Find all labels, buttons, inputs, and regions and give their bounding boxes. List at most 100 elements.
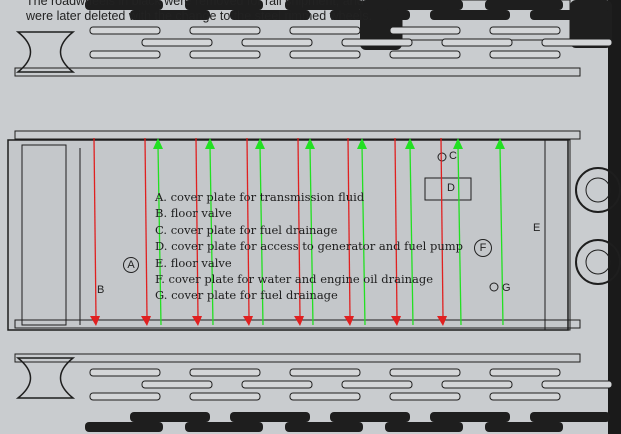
green-arrowhead-5 <box>405 138 415 149</box>
green-arrow-5 <box>409 145 414 326</box>
roadwheel <box>89 26 161 35</box>
box-d <box>424 177 472 201</box>
red-arrowhead-0 <box>90 316 100 326</box>
green-arrow-7 <box>499 145 504 326</box>
roadwheel <box>289 392 361 401</box>
track-band <box>14 67 581 77</box>
roadwheel <box>389 50 461 59</box>
roadwheel <box>541 38 613 47</box>
drive-sprocket <box>15 357 76 399</box>
roadwheel <box>341 380 413 389</box>
roadwheel <box>141 380 213 389</box>
red-arrowhead-5 <box>344 316 354 326</box>
green-arrow-4 <box>361 145 366 326</box>
marker-b: B <box>97 284 105 296</box>
roadwheel <box>341 38 413 47</box>
roadwheel <box>189 392 261 401</box>
red-arrow-4 <box>297 137 301 319</box>
valve-g <box>489 282 499 292</box>
green-arrowhead-2 <box>255 138 265 149</box>
black-roadwheel <box>485 422 563 432</box>
roadwheel <box>389 368 461 377</box>
roadwheel <box>489 392 561 401</box>
red-arrow-3 <box>246 137 250 319</box>
black-roadwheel <box>430 10 510 20</box>
green-arrow-3 <box>309 145 314 326</box>
black-roadwheel <box>330 412 410 422</box>
black-roadwheel <box>185 422 263 432</box>
red-arrow-2 <box>195 137 199 319</box>
black-roadwheel <box>385 0 463 10</box>
green-arrow-1 <box>209 145 214 326</box>
black-roadwheel <box>285 0 363 10</box>
legend-item-c: C. cover plate for fuel drainage <box>155 222 338 237</box>
valve-c <box>437 152 447 162</box>
black-roadwheel <box>230 10 310 20</box>
roadwheel <box>389 392 461 401</box>
black-roadwheel <box>185 0 263 10</box>
hull-rear-plate <box>544 139 571 331</box>
marker-a: A <box>123 257 139 273</box>
roadwheel <box>241 380 313 389</box>
green-arrow-2 <box>259 145 264 326</box>
marker-c: C <box>449 150 457 162</box>
roadwheel <box>189 368 261 377</box>
red-arrowhead-4 <box>294 316 304 326</box>
roadwheel <box>289 26 361 35</box>
roadwheel <box>441 38 513 47</box>
black-roadwheel <box>85 0 163 10</box>
roadwheel <box>141 38 213 47</box>
marker-f: F <box>474 239 492 257</box>
roadwheel <box>441 380 513 389</box>
green-arrowhead-4 <box>357 138 367 149</box>
green-arrowhead-3 <box>305 138 315 149</box>
red-arrowhead-3 <box>243 316 253 326</box>
idler-wheel-0 <box>575 167 621 213</box>
green-arrow-0 <box>157 145 162 326</box>
track-band <box>14 353 581 363</box>
roadwheel <box>541 380 613 389</box>
red-arrow-5 <box>347 137 351 319</box>
idler-hub-1 <box>585 249 611 275</box>
legend-item-e: E. floor valve <box>155 255 232 270</box>
roadwheel <box>289 50 361 59</box>
roadwheel <box>389 26 461 35</box>
legend-item-f: F. cover plate for water and engine oil … <box>155 272 434 287</box>
black-roadwheel <box>530 10 610 20</box>
roadwheel <box>489 26 561 35</box>
black-roadwheel <box>530 412 610 422</box>
legend-item-a: A. cover plate for transmission fluid <box>155 190 365 204</box>
marker-e: E <box>533 222 541 234</box>
red-arrowhead-2 <box>192 316 202 326</box>
green-arrowhead-6 <box>453 138 463 149</box>
black-roadwheel <box>485 0 563 10</box>
caption: The roadwheels in black were removed for… <box>26 0 372 24</box>
red-arrow-1 <box>144 137 148 319</box>
hull-front-plate <box>21 144 67 326</box>
legend: A. cover plate for transmission fluid B.… <box>155 189 463 304</box>
black-roadwheel <box>285 422 363 432</box>
black-roadwheel <box>85 422 163 432</box>
green-arrowhead-7 <box>495 138 505 149</box>
roadwheel <box>89 368 161 377</box>
photo-edge <box>608 0 621 434</box>
red-arrowhead-7 <box>437 316 447 326</box>
roadwheel <box>189 50 261 59</box>
legend-item-g: G. cover plate for fuel drainage <box>155 288 338 303</box>
roadwheel <box>241 38 313 47</box>
black-roadwheel <box>330 10 410 20</box>
red-arrow-7 <box>440 137 444 319</box>
upper-track-band <box>14 130 581 140</box>
hull-body <box>7 139 569 331</box>
roadwheel <box>89 392 161 401</box>
legend-item-d: D. cover plate for access to generator a… <box>155 239 464 254</box>
idler-wheel-1 <box>575 239 621 285</box>
red-arrow-6 <box>394 137 398 319</box>
black-roadwheel <box>230 412 310 422</box>
caption-line-2: were later deleted with the change to th… <box>26 9 373 23</box>
roadwheel <box>189 26 261 35</box>
caption-line-1: The roadwheels in black were removed for… <box>26 0 364 8</box>
marker-d: D <box>447 182 455 194</box>
